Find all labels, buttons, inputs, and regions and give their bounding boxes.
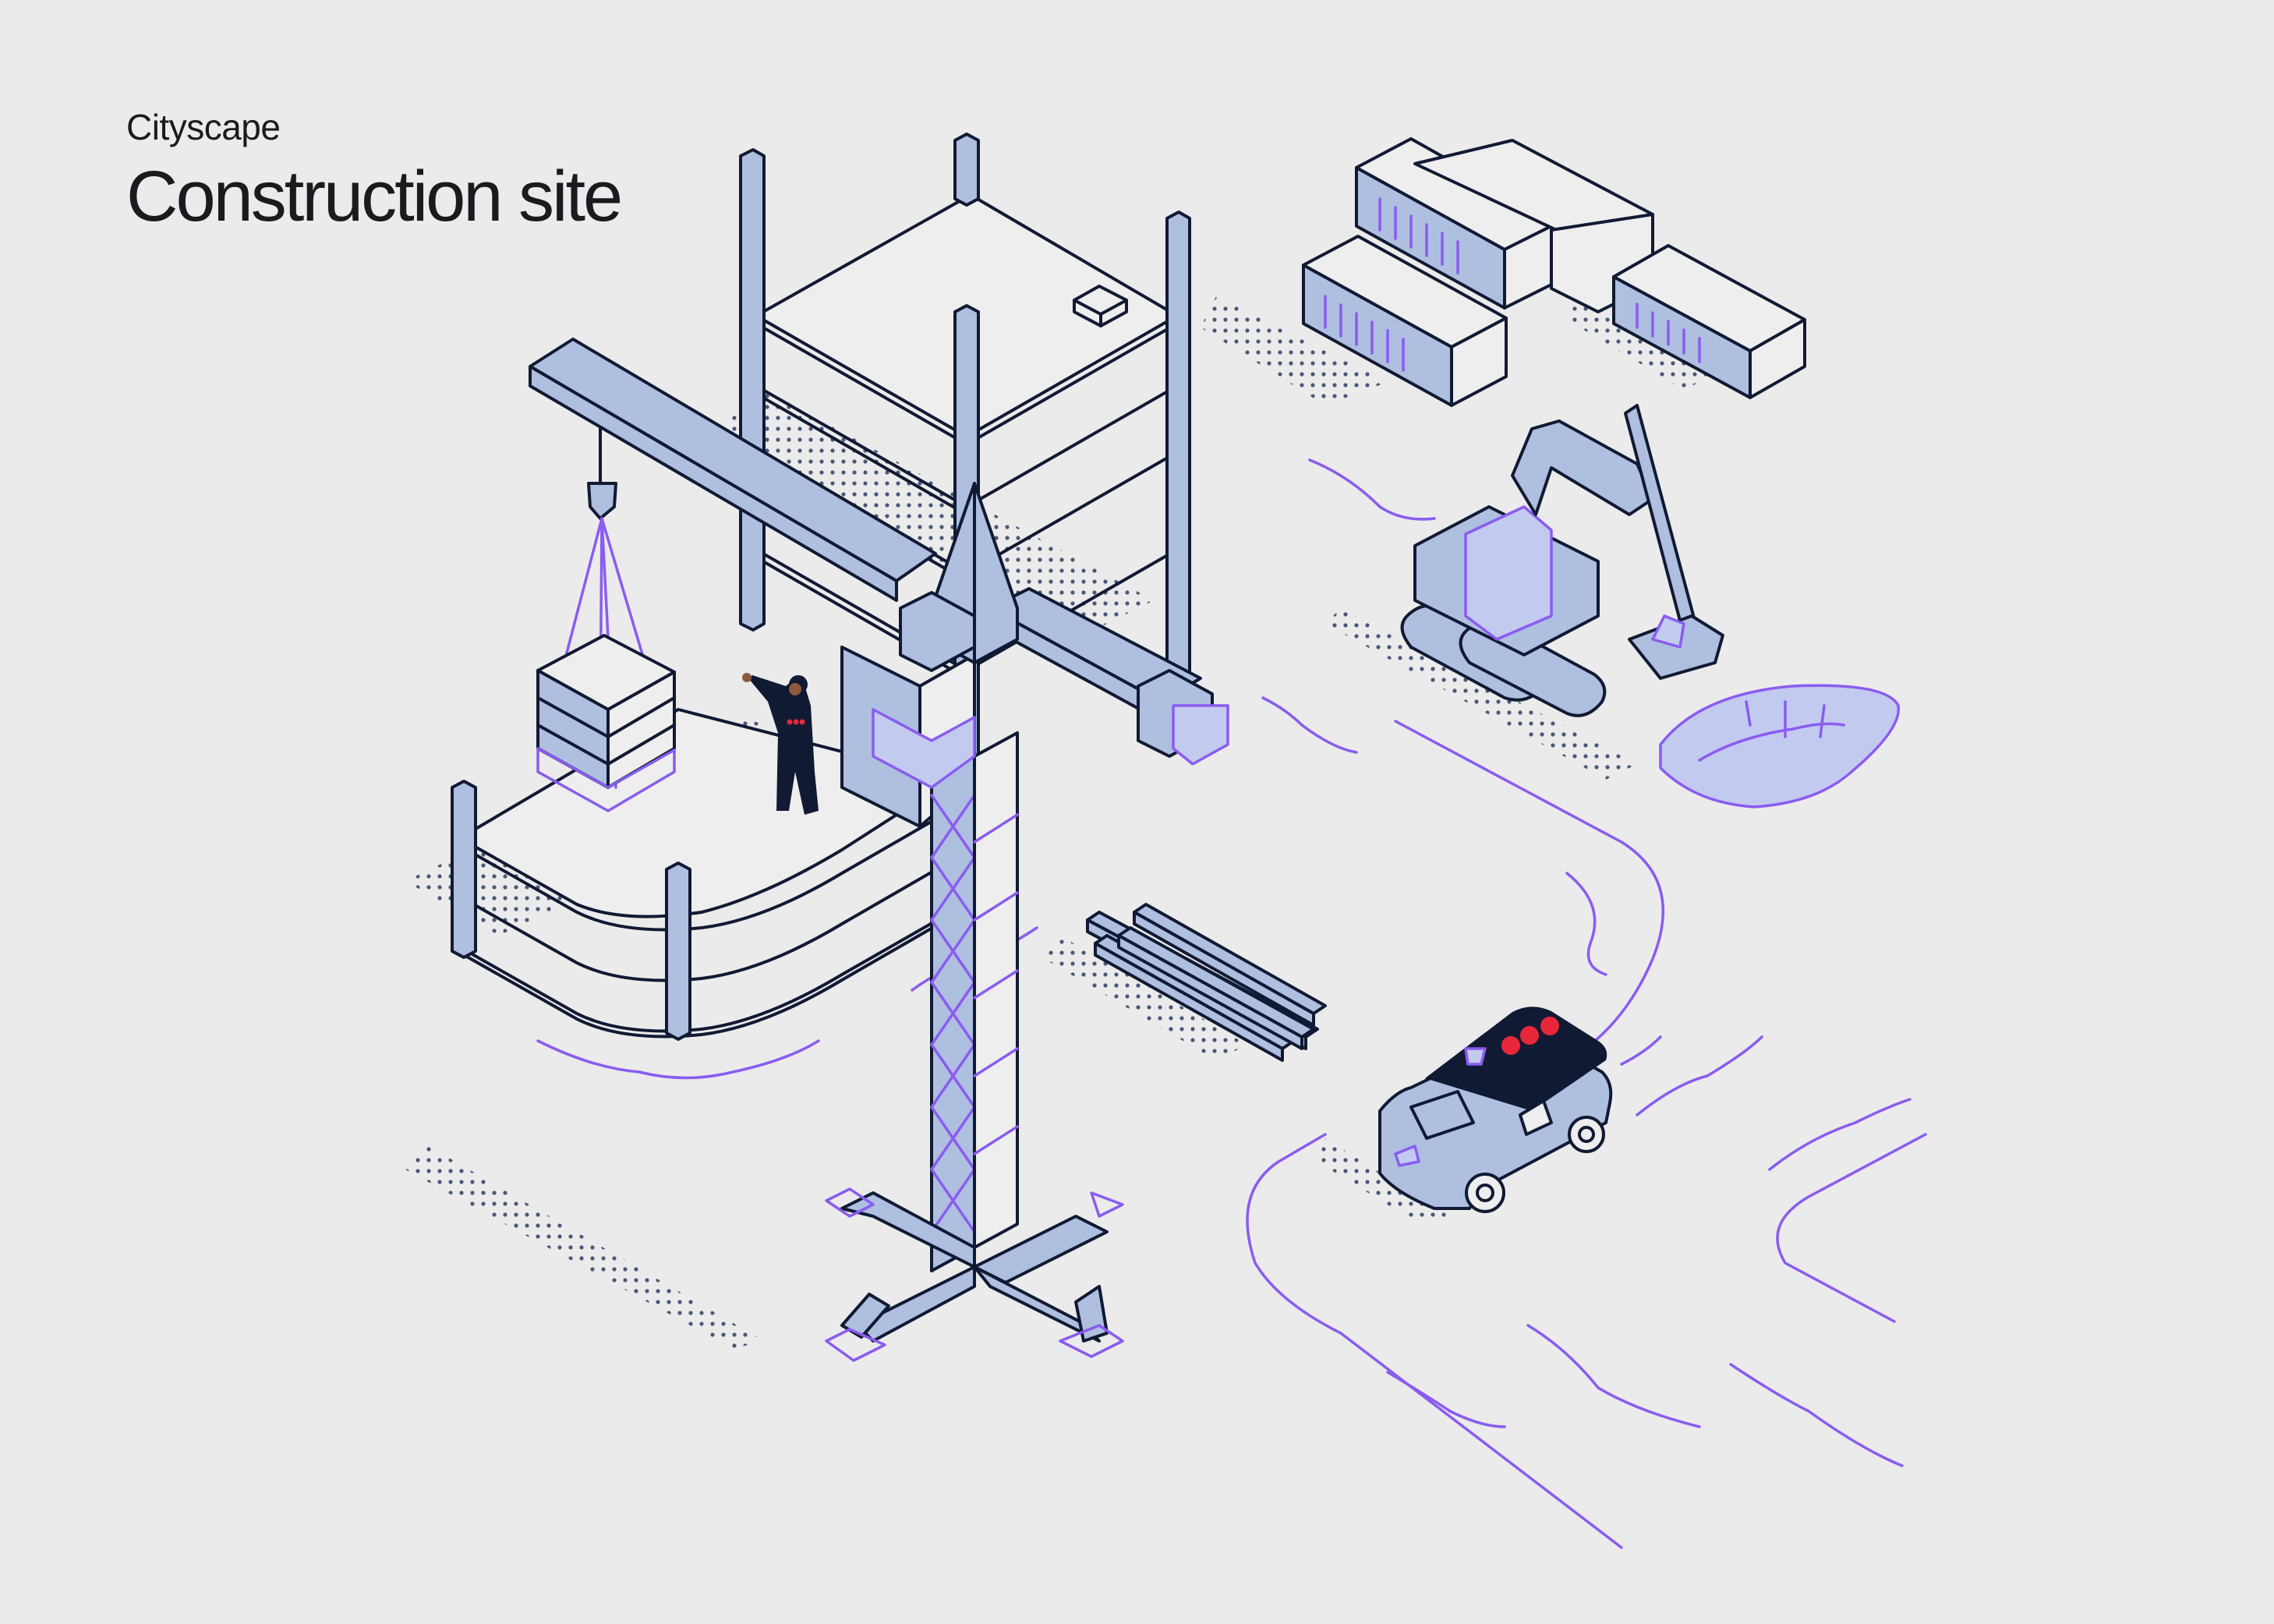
- page-title: Construction site: [126, 157, 623, 236]
- tower-crane-icon: [529, 338, 1229, 1362]
- category-label: Cityscape: [126, 107, 281, 147]
- worker-icon: [742, 673, 819, 815]
- van-icon: [1378, 1007, 1613, 1213]
- header: Cityscape Construction site: [126, 107, 623, 236]
- shipping-container-icon: [1302, 137, 1806, 407]
- dirt-pile-icon: [1659, 684, 1901, 808]
- platform: [451, 708, 953, 1041]
- steel-beams-icon: [1086, 903, 1327, 1062]
- excavator-icon: [1400, 404, 1724, 717]
- suspended-load-icon: [536, 427, 676, 812]
